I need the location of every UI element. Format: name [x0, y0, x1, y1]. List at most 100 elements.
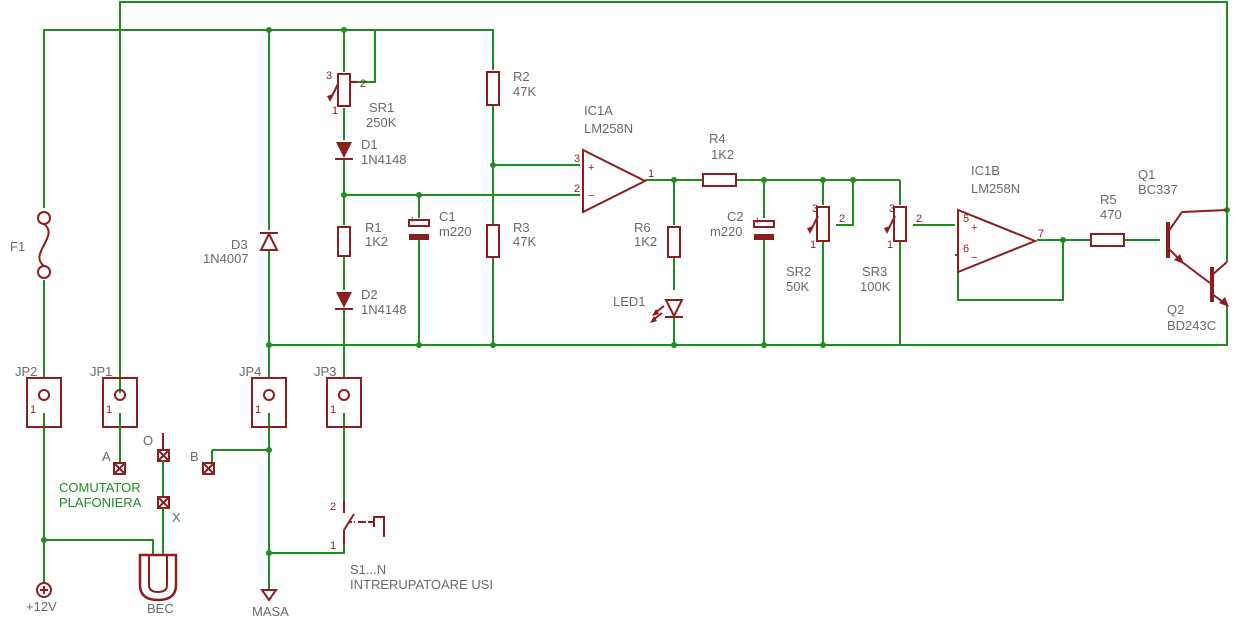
d1-name: D1 [361, 137, 378, 152]
ic1b-pin5: 5 [963, 213, 969, 225]
sr1-name: SR1 [369, 100, 394, 115]
sr2-pin3: 3 [812, 203, 818, 215]
sr1-pin3: 3 [326, 70, 332, 82]
transistor-q2 [1210, 261, 1229, 307]
s1-name: S1...N [350, 562, 386, 577]
ic1b-minus: − [971, 252, 977, 264]
terminal-x-label: X [172, 510, 181, 525]
resistor-r3 [486, 224, 500, 258]
d2-name: D2 [361, 287, 378, 302]
terminal-a [113, 462, 126, 475]
terminal-b [202, 462, 215, 475]
sr3-pin2: 2 [916, 213, 922, 225]
connector-jp2 [26, 377, 62, 428]
c2-value: m220 [710, 224, 743, 239]
sr3-pin1: 1 [887, 239, 893, 251]
wires [43, 1, 1228, 590]
ic1b-plus: + [971, 222, 977, 234]
d3-value: 1N4007 [203, 251, 249, 266]
c1-plus: + [409, 214, 415, 226]
r4-value: 1K2 [711, 147, 734, 162]
jp2-label: JP2 [15, 364, 37, 379]
resistor-r5 [1090, 233, 1125, 247]
sr3-pin3: 3 [889, 203, 895, 215]
d3-name: D3 [231, 237, 248, 252]
jp3-label: JP3 [314, 364, 336, 379]
ic1a-minus: − [588, 190, 594, 202]
comutator-label-2: PLAFONIERA [59, 495, 142, 510]
ic1a-value: LM258N [584, 121, 633, 136]
led1-label: LED1 [613, 294, 646, 309]
junction-dots [41, 27, 1230, 556]
f1-label: F1 [10, 239, 25, 254]
s1-desc: INTRERUPATOARE USI [350, 577, 493, 592]
opamp-ic1a [582, 148, 648, 214]
r3-value: 47K [513, 234, 536, 249]
sr1-pin1: 1 [332, 105, 338, 117]
r3-name: R3 [513, 220, 530, 235]
terminal-o [157, 433, 170, 462]
capacitor-c2 [753, 220, 775, 240]
fuse-f1 [37, 211, 51, 279]
r2-value: 47K [513, 84, 536, 99]
ic1a-name: IC1A [584, 103, 613, 118]
jp3-pin1: 1 [330, 404, 336, 416]
sr2-pin2: 2 [839, 213, 845, 225]
c1-name: C1 [439, 209, 456, 224]
q1-name: Q1 [1138, 167, 1155, 182]
trimmer-sr2 [807, 206, 830, 242]
sr1-value: 250K [366, 115, 397, 130]
ic1b-pin7: 7 [1038, 228, 1044, 240]
r6-name: R6 [634, 220, 651, 235]
ic1b-value: LM258N [971, 181, 1020, 196]
opamp-ic1b [957, 208, 1038, 274]
trimmer-sr1 [327, 73, 358, 107]
jp1-label: JP1 [90, 364, 112, 379]
sr2-name: SR2 [786, 264, 811, 279]
diode-d1 [335, 142, 353, 160]
jp2-pin1: 1 [30, 404, 36, 416]
led-led1 [650, 299, 684, 323]
sr2-pin1: 1 [810, 239, 816, 251]
diode-d2 [335, 292, 353, 310]
terminal-b-label: B [190, 449, 199, 464]
r6-value: 1K2 [634, 234, 657, 249]
connector-jp3 [326, 377, 362, 428]
switch-s1 [343, 500, 385, 545]
c1-value: m220 [439, 224, 472, 239]
r5-value: 470 [1100, 207, 1122, 222]
r5-name: R5 [1100, 192, 1117, 207]
resistor-r1 [337, 226, 351, 257]
sr2-value: 50K [786, 279, 809, 294]
sr3-name: SR3 [862, 264, 887, 279]
r2-name: R2 [513, 69, 530, 84]
ic1a-plus: + [588, 162, 594, 174]
resistor-r2 [486, 71, 500, 106]
q2-name: Q2 [1167, 302, 1184, 317]
ic1a-pin3: 3 [574, 153, 580, 165]
terminal-o-label: O [143, 433, 153, 448]
resistor-r4 [702, 173, 737, 187]
labels: F1 D3 1N4007 SR1 250K D1 1N4148 R1 1K2 D… [10, 69, 1216, 619]
plus12-label: +12V [26, 599, 57, 614]
d1-value: 1N4148 [361, 152, 407, 167]
c2-plus: + [754, 215, 760, 227]
s1-pin2: 2 [330, 501, 336, 513]
r4-name: R4 [709, 131, 726, 146]
ic1b-name: IC1B [971, 163, 1000, 178]
r1-name: R1 [365, 220, 382, 235]
jp4-label: JP4 [239, 364, 261, 379]
pin-numbers: 3 2 1 3 2 1 + − + + 3 2 1 3 2 1 5 6 7 + … [30, 70, 1044, 552]
ic1a-pin1: 1 [648, 168, 654, 180]
jp4-pin1: 1 [255, 404, 261, 416]
jp1-pin1: 1 [106, 404, 112, 416]
d2-value: 1N4148 [361, 302, 407, 317]
supply-12v [36, 582, 52, 598]
masa-label: MASA [252, 604, 289, 619]
comutator-label-1: COMUTATOR [59, 480, 141, 495]
resistor-r6 [667, 226, 681, 258]
s1-pin1: 1 [330, 540, 336, 552]
trimmer-sr3 [884, 206, 907, 242]
